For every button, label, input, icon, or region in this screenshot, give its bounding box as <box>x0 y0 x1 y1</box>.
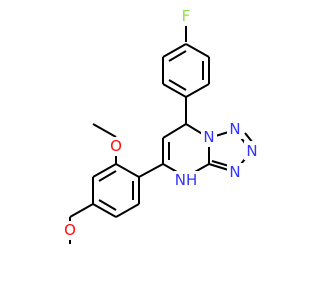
bond <box>162 83 187 98</box>
bond <box>162 123 187 139</box>
atom-label-o: O <box>110 137 122 155</box>
label-background <box>62 221 78 240</box>
bond-inner <box>168 50 187 62</box>
bond-double <box>211 160 230 167</box>
atom-label-n: N <box>229 163 240 181</box>
atom-label-nh: NH <box>175 171 198 189</box>
atom-nitrogen-1: N <box>201 128 217 147</box>
bond <box>115 203 140 218</box>
label-background <box>201 128 217 147</box>
bond-inner <box>98 199 117 211</box>
bond <box>115 163 140 178</box>
bond-o-ch3-1 <box>92 123 117 138</box>
atom-label-n: N <box>203 128 214 146</box>
bond <box>162 43 187 58</box>
atom-fluorine: F <box>179 7 193 26</box>
label-background <box>174 171 200 190</box>
label-background <box>227 163 243 182</box>
bond <box>185 43 210 58</box>
atom-label-f: F <box>182 7 191 25</box>
atom-oxygen-1: O <box>108 137 124 156</box>
bond-aryl-c <box>138 163 164 178</box>
label-background <box>108 137 124 156</box>
atom-nitrogen-4: N <box>227 163 243 182</box>
label-background <box>179 7 193 26</box>
atom-label-o: O <box>64 221 76 239</box>
label-background <box>244 141 260 160</box>
bond <box>92 163 117 178</box>
molecule-canvas: F N N N N NH O O <box>62 7 260 244</box>
bond-inner <box>168 79 187 91</box>
molecule-structure: F N N N N NH O O <box>62 7 260 244</box>
atom-label-n: N <box>246 142 257 160</box>
bond-inner <box>98 170 117 182</box>
atom-nitrogen-2: N <box>227 120 243 139</box>
atom-oxygen-2: O <box>62 221 78 240</box>
label-background <box>227 120 243 139</box>
dimethoxyphenyl-ring <box>92 163 164 218</box>
atom-amine-nh: NH <box>174 171 200 190</box>
bond <box>185 83 210 98</box>
bond <box>92 203 117 218</box>
fluorophenyl-ring <box>162 26 210 98</box>
bond-c-o-2 <box>69 203 94 218</box>
atom-nitrogen-3: N <box>244 141 260 160</box>
atom-label-n: N <box>229 120 240 138</box>
